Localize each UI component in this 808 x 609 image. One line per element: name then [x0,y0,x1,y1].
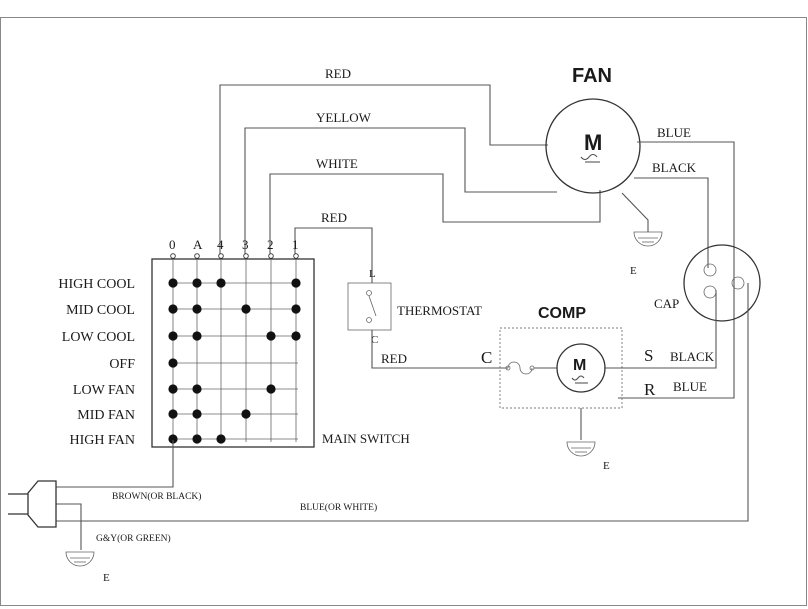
switch-contact-dot [168,278,178,288]
svg-text:RED: RED [325,66,351,81]
fan-motor: FAN M [545,65,641,194]
fan-wire-blue: BLUE [618,125,735,399]
switch-mode-label: HIGH COOL [58,277,135,292]
wire-ground-supply: G&Y(OR GREEN) [56,503,171,550]
switch-contact-dot [192,409,202,419]
switch-contact-dot [192,434,202,444]
svg-text:BLACK: BLACK [670,349,715,364]
svg-text:G&Y(OR GREEN): G&Y(OR GREEN) [96,533,171,544]
switch-contact-dot [291,331,301,341]
compressor: COMP M C S R [481,305,656,409]
fan-motor-letter: M [584,130,602,155]
switch-contact-dot [168,384,178,394]
switch-mode-label: LOW COOL [62,330,135,345]
svg-text:RED: RED [381,351,407,366]
switch-terminal-2: 2 [267,237,274,252]
switch-mode-label: HIGH FAN [70,433,135,448]
svg-text:C: C [371,334,378,346]
switch-contact-dot [192,278,202,288]
svg-text:WHITE: WHITE [316,156,358,171]
switch-contact-dot [291,278,301,288]
comp-ground-symbol: E [566,408,610,472]
power-plug: E [8,480,110,584]
diagram-frame [0,17,807,606]
switch-contact-dot [216,434,226,444]
svg-text:YELLOW: YELLOW [316,110,372,125]
fan-wire-black: BLACK [634,160,709,268]
switch-mode-label: LOW FAN [73,383,135,398]
comp-title: COMP [538,305,586,322]
thermostat: L C THERMOSTAT RED [347,268,508,369]
svg-text:E: E [603,460,610,472]
switch-terminal-post [268,253,274,259]
svg-text:S: S [644,346,653,365]
switch-terminal-post [194,253,200,259]
switch-contact-dot [192,384,202,394]
switch-contact-dot [168,331,178,341]
main-switch-label: MAIN SWITCH [322,431,410,446]
switch-terminal-4: 4 [217,237,224,252]
comp-wire-blue-label: BLUE [673,379,707,394]
switch-contact-dot [216,278,226,288]
wire-blue-supply: BLUE(OR WHITE) [56,283,749,522]
switch-contact-dot [168,409,178,419]
svg-text:BLACK: BLACK [652,160,697,175]
capacitor: CAP [654,244,761,322]
fan-title: FAN [572,65,612,87]
svg-text:R: R [644,380,656,399]
cap-label: CAP [654,296,679,311]
switch-contact-dot [168,434,178,444]
svg-text:BLUE(OR WHITE): BLUE(OR WHITE) [300,502,377,513]
switch-mode-label: MID FAN [77,408,135,423]
switch-mode-label: MID COOL [66,303,135,318]
switch-contact-dot [266,384,276,394]
wire-yellow-to-fan: YELLOW [244,110,557,254]
thermostat-label: THERMOSTAT [397,303,482,318]
svg-text:BLUE: BLUE [673,379,707,394]
switch-contact-dot [168,304,178,314]
comp-wire-black: BLACK [604,290,717,369]
switch-contact-dot [291,304,301,314]
switch-terminal-A: A [193,237,203,252]
svg-text:C: C [481,348,492,367]
fan-ground-symbol: E [621,192,663,277]
wire-red-to-thermostat: RED [294,210,373,283]
wire-brown-supply: BROWN(OR BLACK) [56,440,201,502]
switch-contact-dot [192,331,202,341]
wire-red-to-fan: RED [219,66,548,254]
svg-text:BROWN(OR BLACK): BROWN(OR BLACK) [112,491,201,502]
switch-terminal-0: 0 [169,237,176,252]
switch-contact-dot [168,358,178,368]
switch-terminal-post [218,253,224,259]
switch-contact-dot [241,409,251,419]
switch-contact-dot [266,331,276,341]
switch-mode-label: OFF [109,357,135,372]
switch-terminal-post [243,253,249,259]
switch-terminal-post [293,253,299,259]
switch-terminal-3: 3 [242,237,249,252]
switch-contact-dot [192,304,202,314]
switch-terminal-post [170,253,176,259]
svg-text:BLUE: BLUE [657,125,691,140]
switch-terminal-1: 1 [292,237,299,252]
wire-white-to-fan: WHITE [269,156,601,254]
svg-text:RED: RED [321,210,347,225]
svg-text:E: E [630,265,637,277]
svg-text:E: E [103,572,110,584]
comp-motor-letter: M [573,357,586,374]
switch-contact-dot [241,304,251,314]
svg-text:L: L [369,268,376,280]
